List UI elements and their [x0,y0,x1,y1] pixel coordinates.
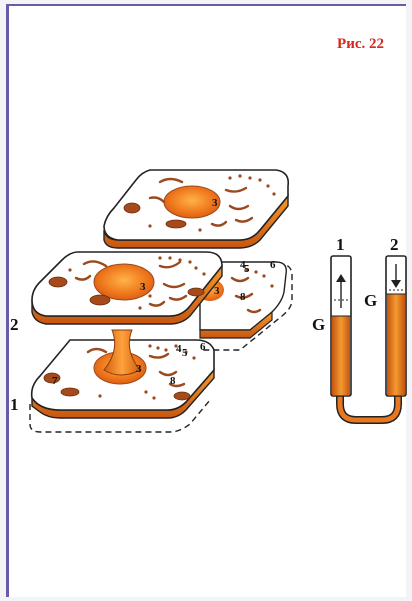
number-6-right: 6 [270,259,276,271]
number-3-top: 3 [212,197,218,209]
number-3-middle: 3 [140,281,146,293]
number-3-bottom: 3 [136,363,142,375]
tube-right-liquid [387,294,405,395]
number-6-bottom: 6 [200,341,206,353]
u-tube [331,256,406,420]
tube-1-label: 1 [336,235,345,254]
cell-top [104,170,288,248]
tube-2-label: 2 [390,235,399,254]
number-3-right: 3 [214,285,220,297]
layer-1-label: 1 [10,395,19,414]
number-5-bottom: 5 [182,347,188,359]
cell-middle [32,252,222,324]
number-7-bottom: 7 [52,375,58,387]
number-5-right: 5 [244,263,250,275]
layer-2-label: 2 [10,315,19,334]
g-label-left: G [312,315,325,334]
g-label-right: G [364,291,377,310]
number-8-bottom: 8 [170,375,176,387]
number-8-right: 8 [240,291,246,303]
tube-left-liquid [332,316,350,395]
